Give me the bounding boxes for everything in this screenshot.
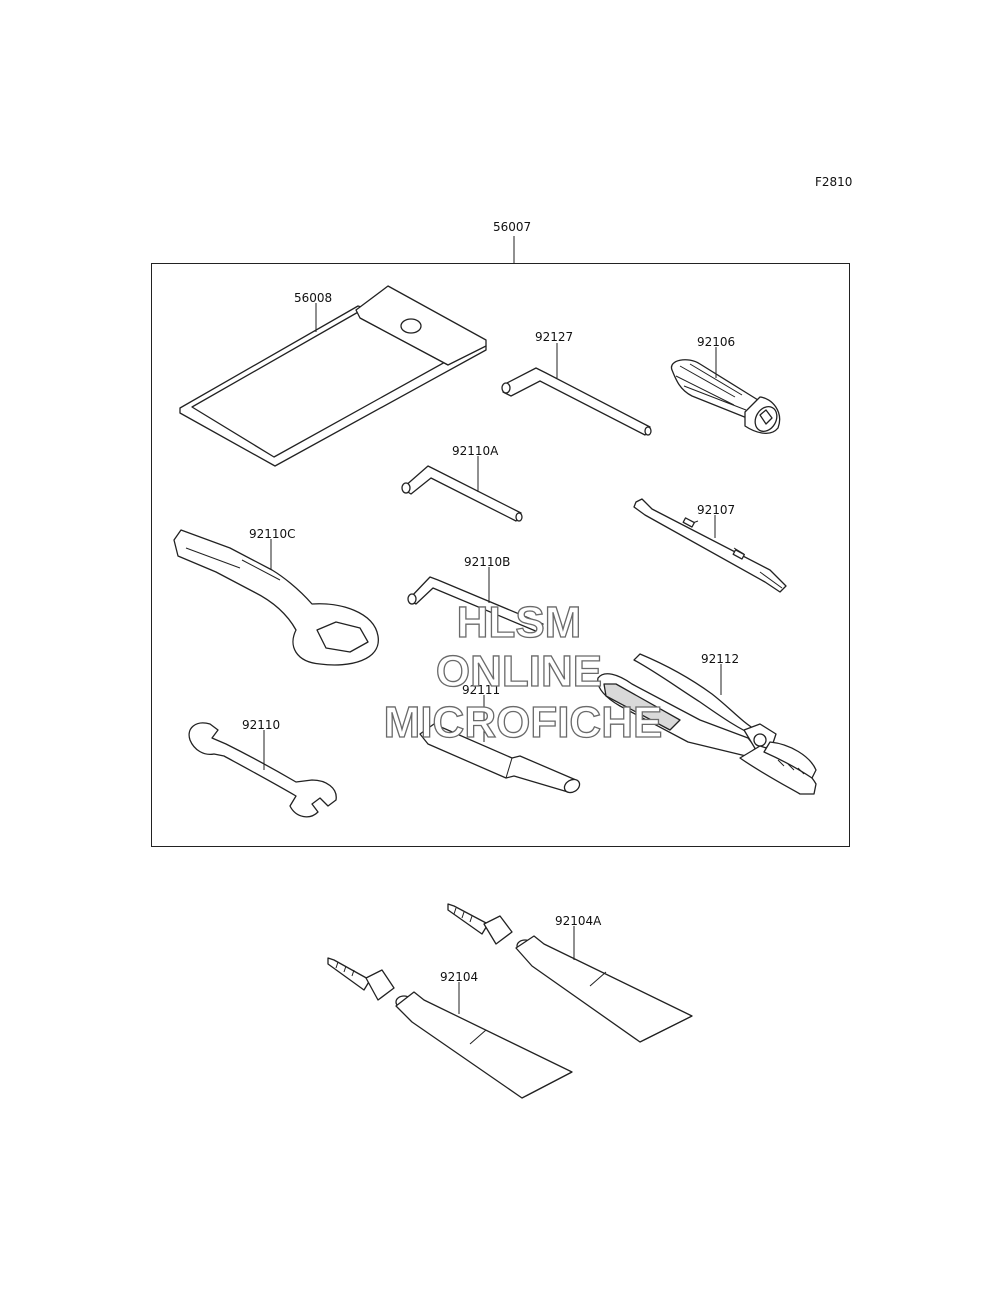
pouch-label: 56008 <box>294 291 332 305</box>
grease-tube-label: 92104 <box>440 970 478 984</box>
hex-key-large[interactable] <box>501 367 652 436</box>
watermark-line3: MICROFICHE <box>384 698 663 747</box>
screwdriver-handle-label: 92106 <box>697 335 735 349</box>
extension-bar-label: 92111 <box>462 683 500 697</box>
kit-label: 56007 <box>493 220 531 234</box>
hex-key-medium[interactable] <box>401 465 523 522</box>
screwdriver-handle[interactable] <box>670 359 781 436</box>
screwdriver-bit[interactable] <box>633 498 787 593</box>
spanner-wrench-label: 92110 <box>242 718 280 732</box>
tool-pouch[interactable] <box>179 285 487 467</box>
screwdriver-bit-label: 92107 <box>697 503 735 517</box>
pliers-label: 92112 <box>701 652 739 666</box>
extension-bar[interactable] <box>419 723 582 795</box>
hex-key-small-label: 92110B <box>464 555 510 569</box>
watermark-line1: HLSM <box>457 598 582 647</box>
box-wrench-label: 92110C <box>249 527 296 541</box>
grease-tube-a[interactable] <box>447 903 693 1043</box>
figure-code: F2810 <box>815 175 852 189</box>
hex-key-small[interactable] <box>407 576 544 633</box>
pliers[interactable] <box>597 653 817 795</box>
watermark-line2: ONLINE <box>436 647 602 696</box>
hex-key-medium-label: 92110A <box>452 444 499 458</box>
grease-tube-a-label: 92104A <box>555 914 602 928</box>
spanner-wrench[interactable] <box>188 722 337 818</box>
hex-key-large-label: 92127 <box>535 330 573 344</box>
grease-tube[interactable] <box>327 957 573 1099</box>
box-wrench[interactable] <box>173 529 379 666</box>
kit-frame <box>151 263 850 847</box>
